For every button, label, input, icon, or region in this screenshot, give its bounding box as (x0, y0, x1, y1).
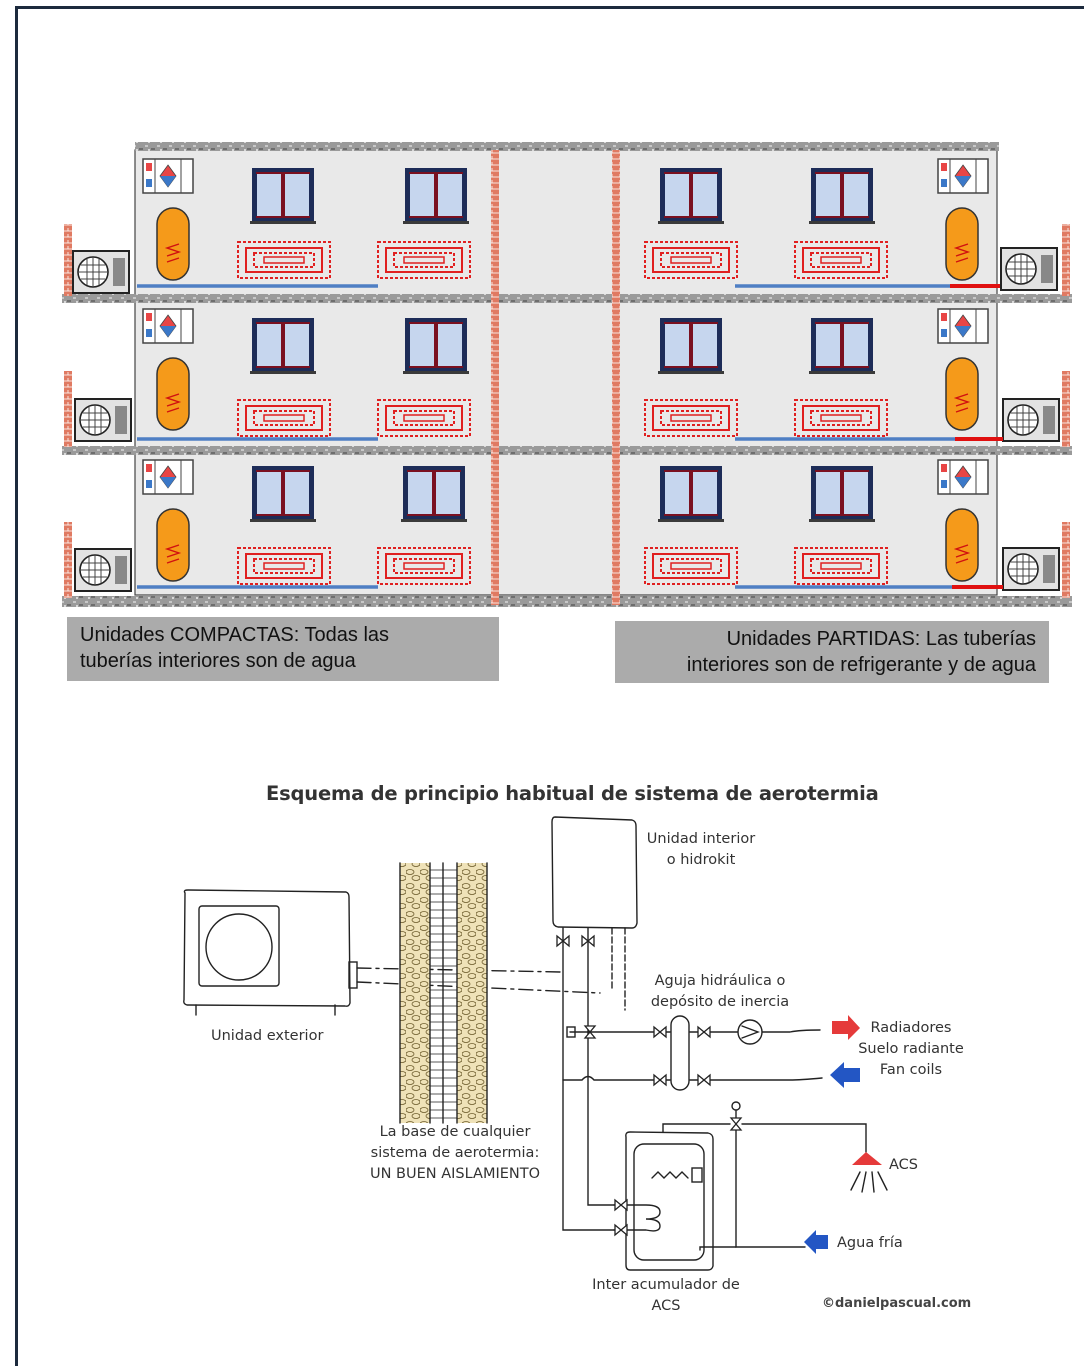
window-icon (658, 318, 724, 374)
hydraulic-separator-label: Aguja hidráulica o depósito de inercia (640, 971, 800, 1013)
hydrokit-icon (937, 158, 989, 194)
outdoor-unit-icon (74, 548, 132, 592)
emitters-label: Radiadores Suelo radiante Fan coils (850, 1018, 972, 1081)
tank-icon (945, 357, 979, 431)
floor-slab (62, 294, 1072, 303)
outdoor-unit-icon (72, 250, 130, 294)
window-icon (403, 318, 469, 374)
outdoor-unit-icon (74, 398, 132, 442)
label-line: La base de cualquier (379, 1124, 531, 1140)
window-icon (658, 466, 724, 522)
label-line: UN BUEN AISLAMIENTO (369, 1166, 541, 1182)
label-line: Fan coils (879, 1062, 943, 1078)
outdoor-unit-icon (1002, 398, 1060, 442)
caption-partidas: Unidades PARTIDAS: Las tuberías interior… (615, 621, 1049, 683)
label-line: depósito de inercia (650, 994, 790, 1010)
schema-title: Esquema de principio habitual de sistema… (266, 782, 879, 805)
window-icon (809, 168, 875, 224)
label-line: Suelo radiante (858, 1041, 964, 1057)
credit-text: ©danielpascual.com (822, 1296, 972, 1311)
dhw-tank-label: Inter acumulador de ACS (586, 1275, 746, 1317)
party-wall (612, 150, 620, 605)
hydrokit-icon (142, 158, 194, 194)
label-line: ACS (651, 1298, 681, 1314)
label-line: Aguja hidráulica o (654, 973, 786, 989)
window-icon (250, 318, 316, 374)
tank-icon (945, 207, 979, 281)
label-line: Unidad interior (646, 831, 756, 847)
label-line: o hidrokit (666, 852, 736, 868)
hydrokit-icon (937, 459, 989, 495)
window-icon (401, 466, 467, 522)
hydrokit-icon (937, 308, 989, 344)
window-icon (403, 168, 469, 224)
tank-icon (156, 207, 190, 281)
window-icon (658, 168, 724, 224)
figure-frame (15, 6, 1084, 1366)
hydrokit-icon (142, 308, 194, 344)
caption-line: Unidades PARTIDAS: Las tuberías (726, 628, 1036, 650)
window-icon (250, 466, 316, 522)
window-icon (809, 466, 875, 522)
tank-icon (156, 357, 190, 431)
dhw-label: ACS (889, 1157, 918, 1173)
label-line: Radiadores (870, 1020, 952, 1036)
roof-slab (135, 142, 999, 151)
insulation-note: La base de cualquier sistema de aeroterm… (360, 1122, 550, 1185)
label-line: Inter acumulador de (592, 1277, 740, 1293)
cold-water-label: Agua fría (837, 1235, 903, 1251)
hydrokit-icon (142, 459, 194, 495)
outdoor-unit-label: Unidad exterior (211, 1028, 324, 1044)
outdoor-unit-icon (1002, 547, 1060, 591)
tank-icon (156, 508, 190, 582)
tank-icon (945, 508, 979, 582)
caption-compactas: Unidades COMPACTAS: Todas las tuberías i… (67, 617, 499, 681)
party-wall (491, 150, 499, 605)
floor-slab (62, 446, 1072, 455)
window-icon (809, 318, 875, 374)
window-icon (250, 168, 316, 224)
caption-line: Unidades COMPACTAS: Todas las (80, 624, 390, 646)
label-line: sistema de aerotermia: (370, 1145, 540, 1161)
floor-slab (62, 596, 1072, 607)
caption-line: interiores son de refrigerante y de agua (686, 654, 1036, 676)
indoor-unit-label: Unidad interior o hidrokit (636, 829, 766, 871)
building-diagram (62, 142, 1072, 607)
caption-line: tuberías interiores son de agua (80, 650, 356, 672)
outdoor-unit-icon (1000, 247, 1058, 291)
